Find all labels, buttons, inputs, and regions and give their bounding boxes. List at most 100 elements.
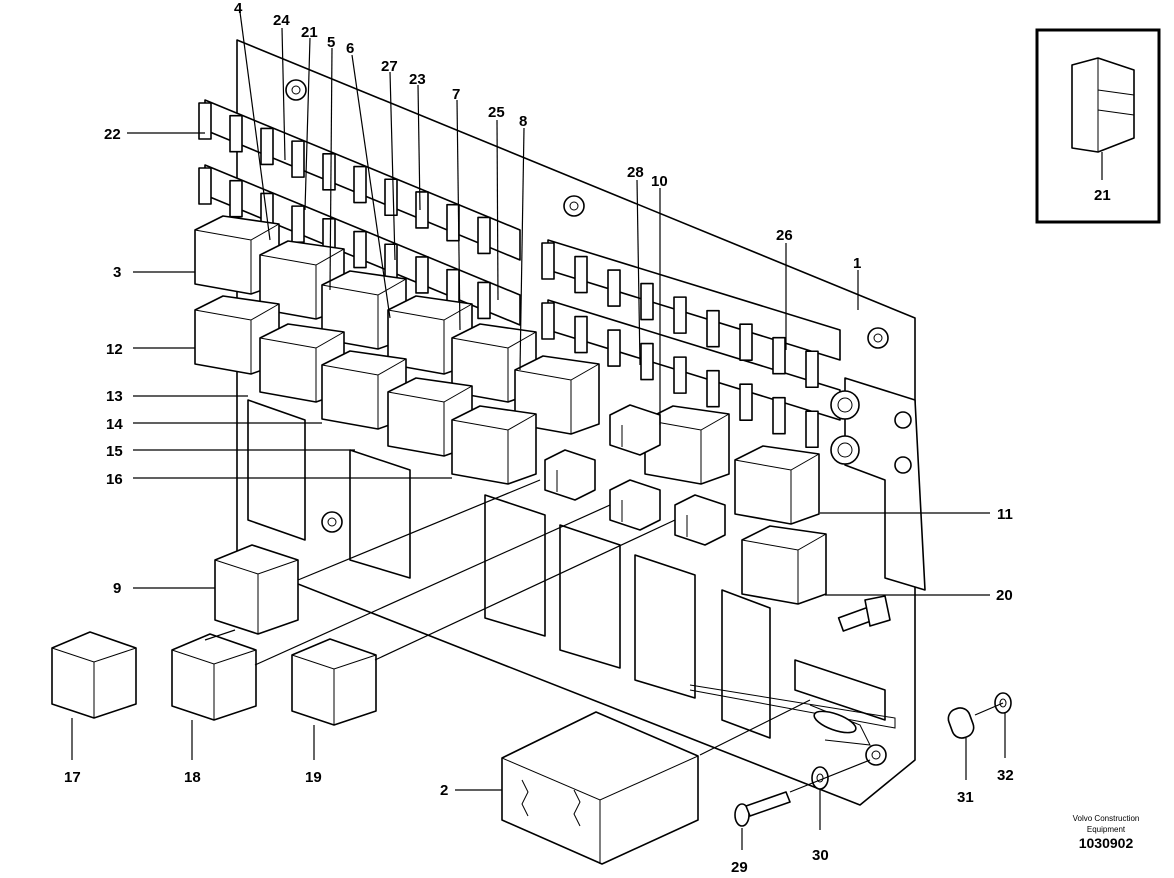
fuse [706, 309, 720, 348]
leader-line [204, 629, 236, 641]
callout-3: 3 [113, 264, 121, 281]
callout-8: 8 [519, 113, 527, 130]
callout-31: 31 [957, 789, 974, 806]
leader-line-25 [496, 119, 499, 301]
callout-15: 15 [106, 443, 123, 460]
fuse [198, 167, 212, 205]
credit-line-2: Equipment [1087, 825, 1126, 834]
stud-bracket [830, 377, 926, 591]
fuse [446, 203, 460, 242]
fuse [415, 191, 429, 229]
callout-22: 22 [104, 126, 121, 143]
leader-line-23 [417, 84, 421, 211]
callout-29: 29 [731, 859, 748, 876]
cover [501, 711, 699, 865]
connector-block [544, 449, 596, 501]
callout-11: 11 [997, 506, 1013, 523]
callout-7: 7 [452, 86, 460, 103]
callout-2: 2 [440, 782, 448, 799]
callout-19: 19 [305, 769, 322, 786]
callout-13: 13 [106, 388, 123, 405]
fuse [322, 153, 336, 191]
callout-18: 18 [184, 769, 201, 786]
callout-14: 14 [106, 416, 123, 433]
stud-screw [837, 595, 891, 632]
inset-label: 21 [1094, 187, 1111, 204]
callout-12: 12 [106, 341, 123, 358]
leader-line-24 [281, 27, 286, 161]
fuse [477, 216, 491, 255]
leader-line [297, 479, 541, 581]
callout-9: 9 [113, 580, 121, 597]
callout-1: 1 [853, 255, 861, 272]
fuse [673, 296, 687, 334]
callout-32: 32 [997, 767, 1014, 784]
relay [741, 525, 827, 605]
relay [734, 445, 820, 525]
callout-30: 30 [812, 847, 829, 864]
fuse [291, 205, 305, 243]
leader-line-4 [239, 11, 271, 241]
relay [451, 405, 537, 485]
callout-28: 28 [627, 164, 644, 181]
leader-line-5 [329, 47, 333, 291]
callout-26: 26 [776, 227, 793, 244]
fuse [353, 165, 367, 204]
leader-line [699, 699, 811, 756]
fuse [607, 329, 621, 367]
fuse [574, 255, 588, 294]
fuse [772, 336, 786, 375]
fuse [353, 230, 367, 269]
fuse [415, 256, 429, 294]
callout-16: 16 [106, 471, 123, 488]
leader-line-27 [389, 71, 396, 261]
fuse [706, 369, 720, 408]
connector-housings [247, 399, 771, 739]
leader-line-8 [519, 127, 525, 371]
connector-block [609, 404, 661, 456]
inset-box: 21 [1035, 28, 1161, 224]
loose-relays [51, 544, 377, 726]
connector-block [674, 494, 726, 546]
figure-number: 1030902 [1079, 835, 1134, 851]
leader-line-28 [636, 179, 641, 366]
fuse [541, 242, 555, 280]
fuse [805, 410, 819, 449]
fuse [260, 127, 274, 166]
fuse-group [198, 102, 819, 449]
leader-line [789, 759, 871, 793]
leader-line-7 [456, 99, 461, 331]
fuse [739, 323, 753, 361]
leader-line-6 [351, 54, 391, 319]
leader-line [374, 519, 676, 661]
callout-20: 20 [996, 587, 1013, 604]
fuse [607, 269, 621, 307]
fuse [739, 383, 753, 421]
leader-line [254, 504, 611, 666]
fasteners [734, 692, 1012, 827]
fuse [291, 140, 305, 178]
callout-4: 4 [234, 0, 243, 17]
fuse [229, 114, 243, 153]
leader-line-21 [304, 37, 311, 211]
callout-leaders [71, 11, 1006, 850]
callout-21: 21 [301, 24, 318, 41]
callout-23: 23 [409, 71, 426, 88]
fuse [640, 282, 654, 321]
fuse [805, 350, 819, 389]
callout-10: 10 [651, 173, 668, 190]
relay [644, 405, 730, 485]
fuse [384, 178, 398, 217]
callout-24: 24 [273, 12, 290, 29]
callout-25: 25 [488, 104, 505, 121]
diode-assembly [689, 659, 896, 746]
fuse [574, 315, 588, 354]
credit-line-1: Volvo Construction [1073, 814, 1140, 823]
fuse [640, 342, 654, 381]
callout-17: 17 [64, 769, 81, 786]
connector-block [609, 479, 661, 531]
fuse [477, 281, 491, 320]
callout-27: 27 [381, 58, 398, 75]
